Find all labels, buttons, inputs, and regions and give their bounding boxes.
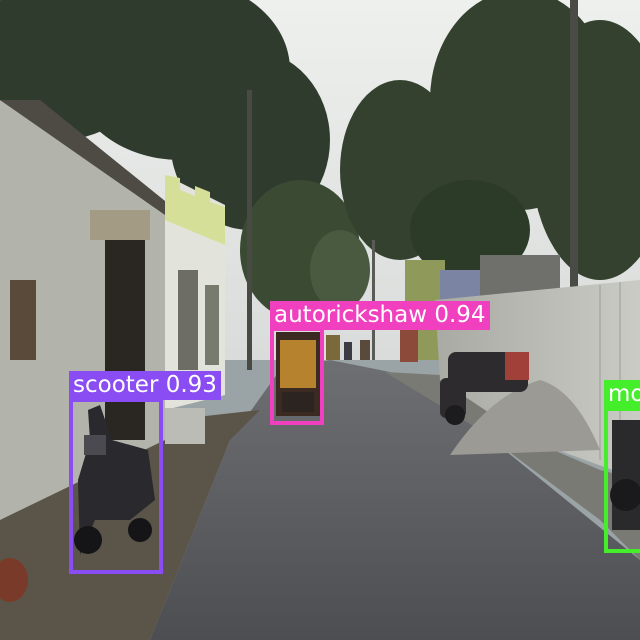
road	[150, 360, 640, 640]
trees-right	[340, 0, 640, 280]
autorickshaw-detection-box	[270, 327, 324, 425]
autorickshaw-shape	[276, 332, 320, 416]
scooter-detection-label: scooter 0.93	[69, 371, 221, 400]
autorickshaw-detection-label: autorickshaw 0.94	[270, 301, 490, 330]
motorbike-detection-box	[604, 407, 640, 553]
parked-motorcycles	[440, 352, 529, 425]
utility-pole	[570, 0, 578, 445]
motorbike-right-edge	[610, 420, 640, 530]
motorbike-detection-label: mo	[604, 380, 640, 409]
pavement-right	[385, 372, 640, 560]
scooter-detection-box	[69, 398, 163, 574]
gravel-pile	[450, 380, 600, 455]
scooter-shape	[74, 405, 155, 555]
